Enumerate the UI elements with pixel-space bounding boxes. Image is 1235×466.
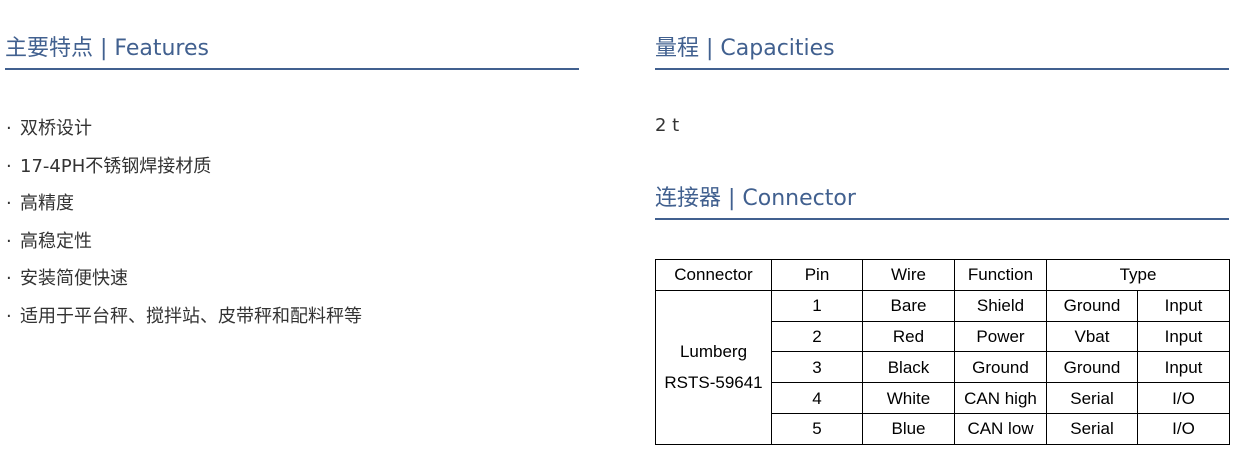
- pin-cell: 3: [771, 351, 863, 384]
- bullet-icon: ·: [6, 230, 12, 252]
- pin-cell: 2: [771, 320, 863, 353]
- connector-title: 连接器 | Connector: [655, 184, 1229, 220]
- feature-text: 适用于平台秤、搅拌站、皮带秤和配料秤等: [20, 305, 362, 327]
- bullet-icon: ·: [6, 268, 12, 289]
- header-connector: Connector: [655, 259, 772, 291]
- list-item: · 安装简便快速: [6, 260, 362, 298]
- feature-text: 双桥设计: [20, 118, 92, 139]
- pin-cell: 5: [771, 412, 863, 445]
- feature-text: 安装简便快速: [20, 268, 128, 289]
- type2-cell: Input: [1137, 320, 1230, 353]
- type2-cell: Input: [1137, 351, 1230, 384]
- list-item: · 17-4PH不锈钢焊接材质: [6, 148, 362, 186]
- list-item: · 适用于平台秤、搅拌站、皮带秤和配料秤等: [6, 298, 362, 336]
- connector-name-cell: Lumberg RSTS-59641: [655, 289, 772, 445]
- type1-cell: Ground: [1046, 289, 1138, 322]
- header-type: Type: [1046, 259, 1230, 291]
- connector-name-line1: Lumberg: [679, 342, 748, 362]
- type1-cell: Ground: [1046, 351, 1138, 384]
- pin-cell: 1: [771, 289, 863, 322]
- features-title: 主要特点 | Features: [5, 34, 579, 70]
- pin-cell: 4: [771, 382, 863, 414]
- list-item: · 双桥设计: [6, 110, 362, 148]
- bullet-icon: ·: [6, 193, 12, 214]
- header-function: Function: [954, 259, 1047, 291]
- header-wire: Wire: [862, 259, 955, 291]
- wire-cell: White: [862, 382, 955, 414]
- table-row: 2 Red Power Vbat Input: [656, 320, 1230, 353]
- function-cell: Power: [954, 320, 1047, 353]
- bullet-icon: ·: [6, 155, 12, 177]
- type2-cell: I/O: [1137, 412, 1230, 445]
- table-header-row: Connector Pin Wire Function Type: [655, 259, 1230, 291]
- connector-name-line2: RSTS-59641: [664, 373, 763, 393]
- wire-cell: Red: [862, 320, 955, 353]
- feature-text: 17-4PH不锈钢焊接材质: [20, 155, 212, 177]
- function-cell: Shield: [954, 289, 1047, 322]
- bullet-icon: ·: [6, 305, 12, 327]
- feature-list: ·双桥设计 ·17-4PH不锈钢焊接材质 ·高精度 ·高稳定性 ·安装简便快速 …: [6, 110, 362, 335]
- table-row: 4 White CAN high Serial I/O: [656, 382, 1230, 414]
- feature-text: 高精度: [20, 193, 74, 214]
- function-cell: CAN low: [954, 412, 1047, 445]
- header-pin: Pin: [771, 259, 863, 291]
- type2-cell: Input: [1137, 289, 1230, 322]
- function-cell: CAN high: [954, 382, 1047, 414]
- list-item: · 高稳定性: [6, 223, 362, 261]
- wire-cell: Bare: [862, 289, 955, 322]
- wire-cell: Black: [862, 351, 955, 384]
- type1-cell: Serial: [1046, 382, 1138, 414]
- connector-table: Connector Pin Wire Function Type Lumberg…: [655, 259, 1230, 445]
- type2-cell: I/O: [1137, 382, 1230, 414]
- table-row: 3 Black Ground Ground Input: [656, 351, 1230, 384]
- table-row: Lumberg RSTS-59641 1 Bare Shield Ground …: [655, 289, 1230, 445]
- capacity-value: 2 t: [655, 115, 680, 136]
- wire-cell: Blue: [862, 412, 955, 445]
- capacities-title: 量程 | Capacities: [655, 34, 1229, 70]
- type1-cell: Vbat: [1046, 320, 1138, 353]
- type1-cell: Serial: [1046, 412, 1138, 445]
- feature-text: 高稳定性: [20, 230, 92, 252]
- list-item: · 高精度: [6, 185, 362, 223]
- bullet-icon: ·: [6, 118, 12, 139]
- table-row: 5 Blue CAN low Serial I/O: [656, 412, 1230, 445]
- function-cell: Ground: [954, 351, 1047, 384]
